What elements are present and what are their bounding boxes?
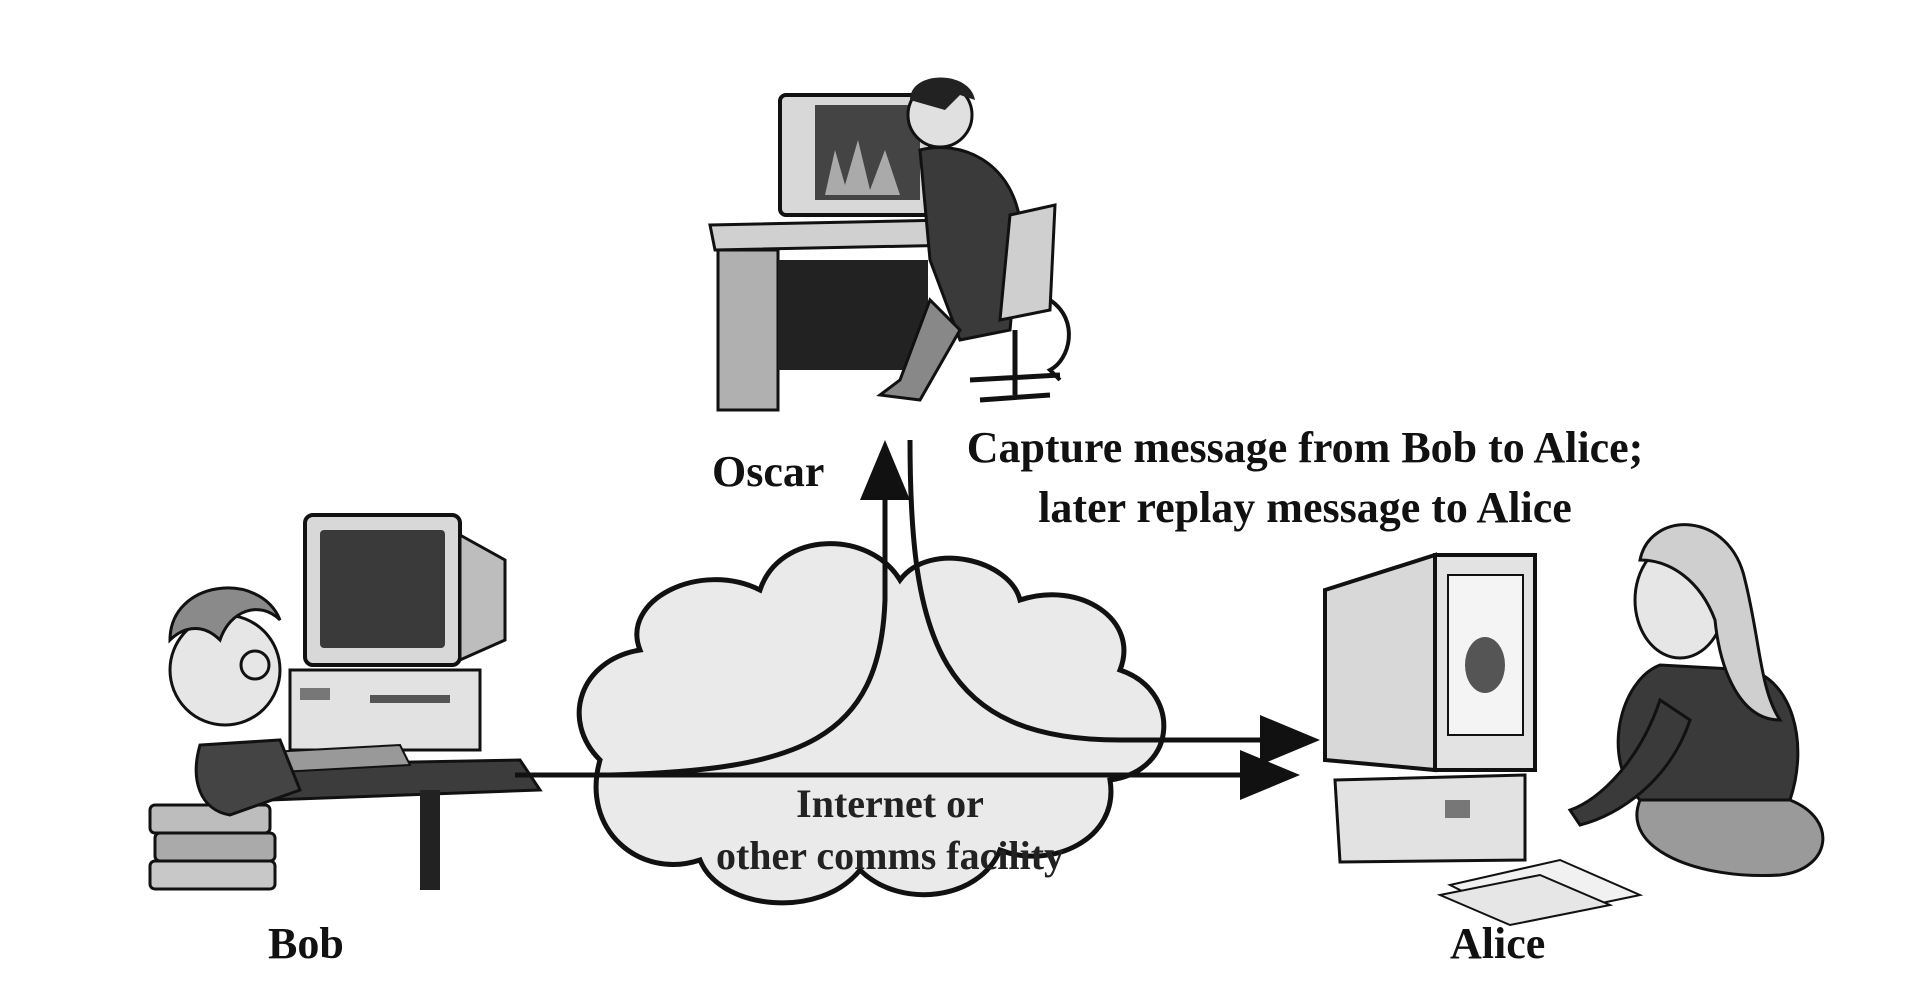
oscar-figure bbox=[708, 77, 1071, 412]
alice-label: Alice bbox=[1450, 919, 1546, 968]
cloud-label-line-1: Internet or bbox=[796, 781, 984, 826]
replay-caption-line-2: later replay message to Alice bbox=[1038, 483, 1572, 532]
oscar-label: Oscar bbox=[712, 447, 825, 496]
cloud-label-line-2: other comms facility bbox=[715, 833, 1065, 878]
arrow-oscar-replay-to-alice bbox=[907, 439, 1320, 765]
replay-caption-line-1: Capture message from Bob to Alice; bbox=[966, 423, 1644, 472]
cloud-label: Internet or other comms facility bbox=[690, 778, 1090, 882]
bob-figure bbox=[148, 513, 543, 891]
alice-figure bbox=[1323, 523, 1825, 927]
arrow-bob-to-oscar bbox=[609, 440, 910, 778]
bob-label: Bob bbox=[268, 919, 344, 968]
network-cloud bbox=[576, 541, 1167, 906]
replay-caption: Capture message from Bob to Alice; later… bbox=[925, 418, 1685, 538]
